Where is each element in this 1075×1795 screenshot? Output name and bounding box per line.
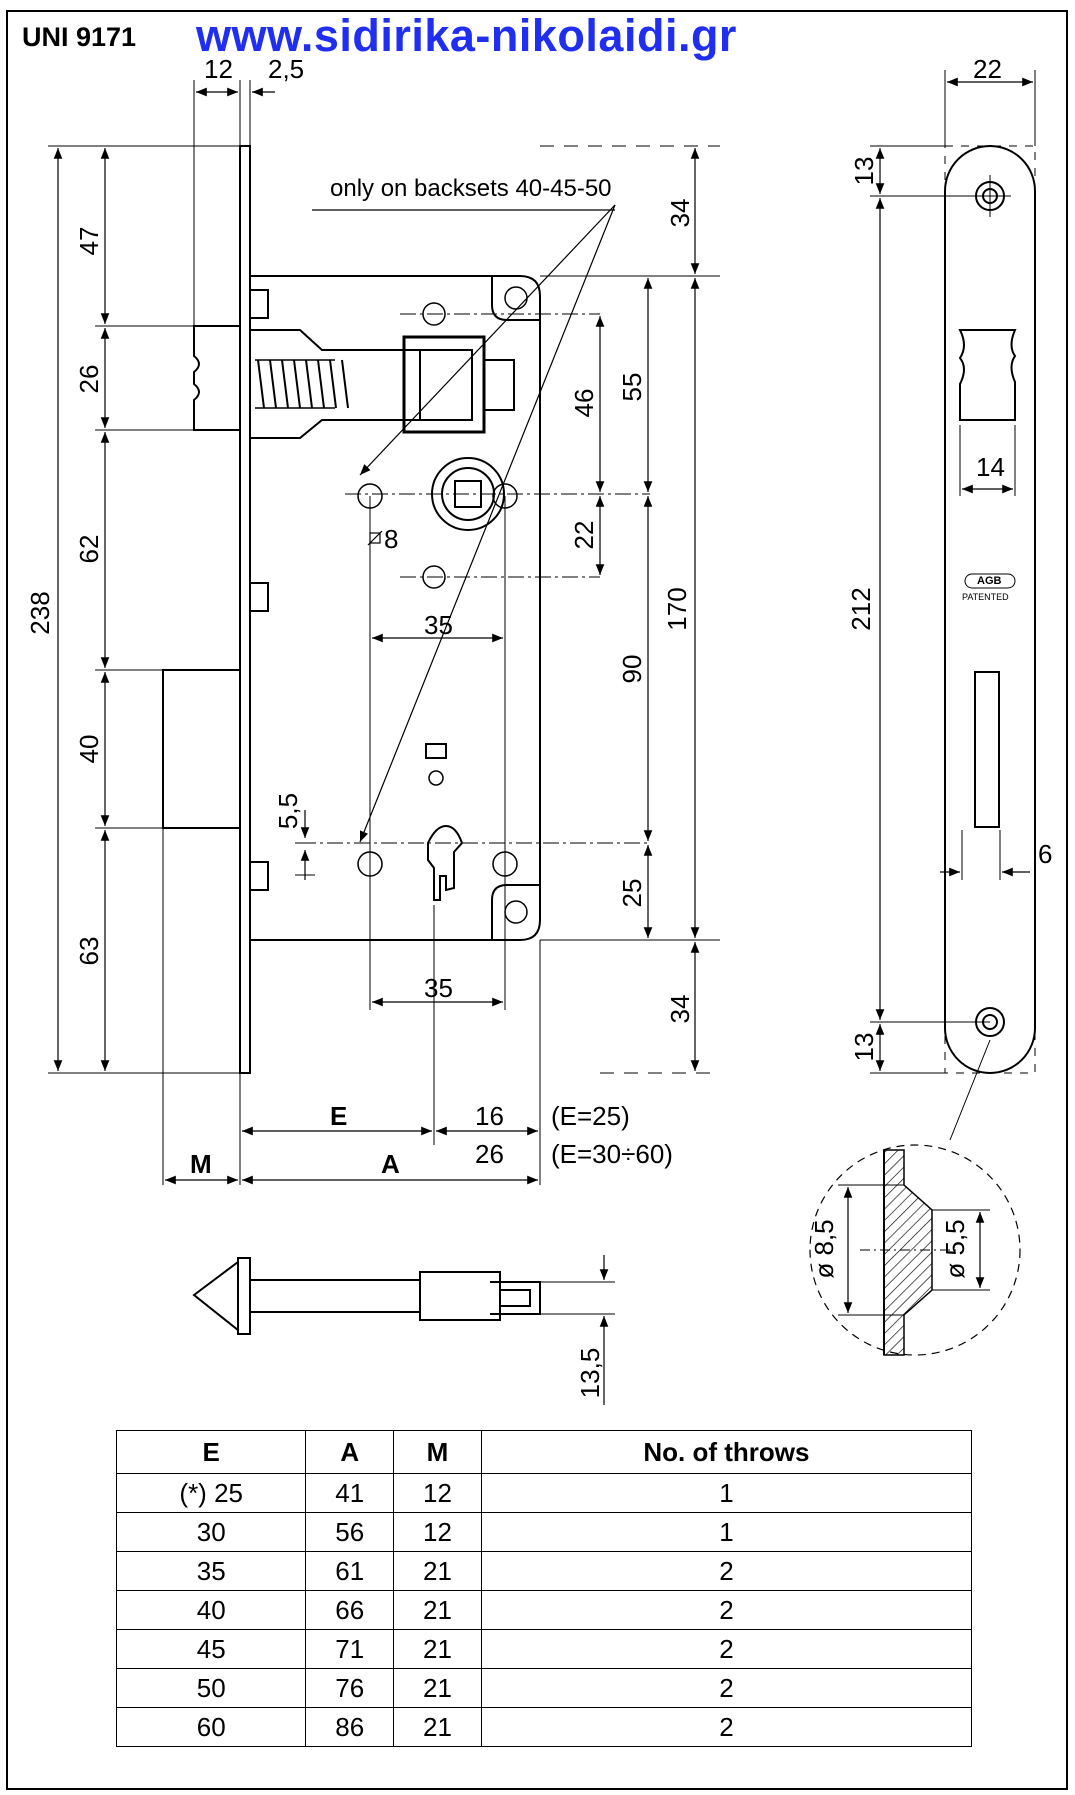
strike-logo <box>964 573 1016 589</box>
cell: (*) 25 <box>115 1473 307 1513</box>
dim-small-5-5: 5,5 <box>273 792 303 830</box>
note-e30-60: (E=30÷60) <box>551 1139 673 1169</box>
dim-left-63: 63 <box>74 936 104 966</box>
dimension-lines <box>48 80 720 1185</box>
dim-A: A <box>381 1149 400 1179</box>
cell: 86 <box>305 1707 395 1747</box>
dim-center-35-lower: 35 <box>424 973 453 1003</box>
cell: 21 <box>393 1629 482 1669</box>
col-header-e: E <box>115 1430 307 1474</box>
dim-right-90: 90 <box>617 654 647 684</box>
dim-26: 26 <box>475 1139 504 1169</box>
col-header-a: A <box>305 1430 395 1474</box>
dim-left-47: 47 <box>74 226 104 256</box>
cell: 12 <box>393 1512 482 1552</box>
dim-left-26: 26 <box>74 364 104 394</box>
cell: 21 <box>393 1551 482 1591</box>
dim-plate-14: 14 <box>976 452 1005 482</box>
cell: 2 <box>480 1629 973 1669</box>
dim-right-46: 46 <box>569 388 599 418</box>
cell: 50 <box>115 1668 307 1708</box>
cell: 56 <box>305 1512 395 1552</box>
deadbolt <box>162 669 241 829</box>
dim-plate-13-top: 13 <box>849 156 879 186</box>
dim-left-62: 62 <box>74 534 104 564</box>
col-header-m: M <box>393 1430 482 1474</box>
dim-right-25: 25 <box>617 878 647 908</box>
dim-plate-6: 6 <box>1038 839 1053 869</box>
cell: 12 <box>393 1473 482 1513</box>
cell: 60 <box>115 1707 307 1747</box>
dim-detail-8-5: ø 8,5 <box>809 1219 839 1279</box>
dim-E: E <box>330 1101 348 1131</box>
standard-title: UNI 9171 <box>22 22 137 52</box>
dim-right-170: 170 <box>662 587 692 631</box>
logo-text: AGB <box>977 575 1002 587</box>
cell: 45 <box>115 1629 307 1669</box>
cell: 2 <box>480 1551 973 1591</box>
dim-M: M <box>190 1149 212 1179</box>
dim-center-35-upper: 35 <box>424 610 453 640</box>
table-header-row: E A M No. of throws <box>115 1430 973 1474</box>
dim-detail-5-5: ø 5,5 <box>940 1219 970 1279</box>
cell: 21 <box>393 1590 482 1630</box>
note-e25: (E=25) <box>551 1101 630 1131</box>
cell: 41 <box>305 1473 395 1513</box>
cell: 1 <box>480 1512 973 1552</box>
cell: 2 <box>480 1590 973 1630</box>
lock-case <box>250 275 541 941</box>
cell: 30 <box>115 1512 307 1552</box>
dim-16: 16 <box>475 1101 504 1131</box>
cell: 66 <box>305 1590 395 1630</box>
dim-plate-13-bottom: 13 <box>849 1032 879 1062</box>
col-header-throws: No. of throws <box>480 1430 973 1474</box>
dim-right-34-bottom: 34 <box>665 994 695 1024</box>
dim-square-8: 8 <box>384 524 399 554</box>
dim-plate-22: 22 <box>973 54 1002 84</box>
cell: 1 <box>480 1473 973 1513</box>
dim-right-55: 55 <box>617 372 647 402</box>
dim-plate-212: 212 <box>846 587 876 631</box>
dim-left-40: 40 <box>74 734 104 764</box>
faceplate <box>239 145 251 1074</box>
strike-plate <box>944 145 1036 1074</box>
dim-top-2-5: 2,5 <box>268 54 305 84</box>
dim-right-22: 22 <box>569 520 599 550</box>
website-link[interactable]: www.sidirika-nikolaidi.gr <box>196 10 737 61</box>
dim-bolt-13-5: 13,5 <box>575 1347 605 1399</box>
cell: 61 <box>305 1551 395 1591</box>
cell: 40 <box>115 1590 307 1630</box>
cell: 21 <box>393 1668 482 1708</box>
cell: 2 <box>480 1668 973 1708</box>
note-backsets: only on backsets 40-45-50 <box>330 175 612 202</box>
logo-sub: PATENTED <box>962 592 1009 602</box>
drawing-frame <box>6 10 1068 1790</box>
dim-right-34-top: 34 <box>665 198 695 228</box>
spindle-bolt <box>192 1257 615 1335</box>
dim-top-12: 12 <box>204 54 233 84</box>
cell: 76 <box>305 1668 395 1708</box>
cell: 71 <box>305 1629 395 1669</box>
dim-left-238: 238 <box>25 591 55 635</box>
cell: 35 <box>115 1551 307 1591</box>
latch-bolt <box>193 325 241 431</box>
cell: 2 <box>480 1707 973 1747</box>
cell: 21 <box>393 1707 482 1747</box>
